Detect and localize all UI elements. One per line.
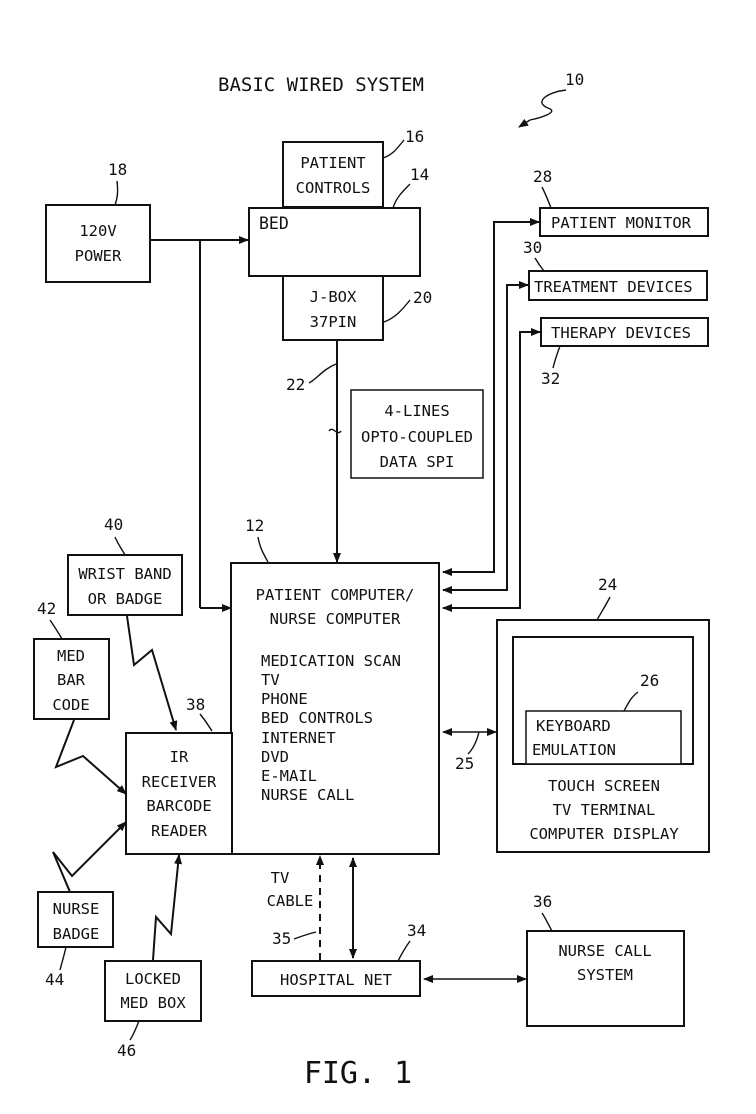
ref-25-leader xyxy=(468,732,479,754)
touch-label-3: COMPUTER DISPLAY xyxy=(529,825,679,843)
nursecall-label-1: NURSE CALL xyxy=(558,942,651,960)
patient-controls-box xyxy=(283,142,383,207)
computer-item-dvd: DVD xyxy=(261,748,289,766)
ref-35-leader xyxy=(294,932,316,939)
reader-label-2: RECEIVER xyxy=(142,773,217,791)
therapy-devices-label: THERAPY DEVICES xyxy=(551,324,691,342)
ref-44-leader xyxy=(60,947,66,970)
bed-label: BED xyxy=(259,214,289,233)
badge-wireless-link xyxy=(53,822,126,892)
ref-22-leader xyxy=(309,364,336,383)
jbox-label-2: 37PIN xyxy=(310,313,357,331)
reader-label-3: BARCODE xyxy=(146,797,211,815)
hospital-net-label: HOSPITAL NET xyxy=(280,971,392,989)
ref-12-leader xyxy=(258,537,268,562)
ref-30: 30 xyxy=(523,238,542,257)
medbar-wireless-link xyxy=(56,720,126,794)
medbox-wireless-link xyxy=(153,855,179,960)
badge-label-1: NURSE xyxy=(53,900,100,918)
ref-46: 46 xyxy=(117,1041,136,1060)
ref-34-leader xyxy=(398,941,410,961)
ref-16: 16 xyxy=(405,127,424,146)
ref-40: 40 xyxy=(104,515,123,534)
ref-36-leader xyxy=(542,913,552,931)
ref-35: 35 xyxy=(272,929,291,948)
power-label-2: POWER xyxy=(75,247,122,265)
nursecall-label-2: SYSTEM xyxy=(577,966,633,984)
ref-10-leader xyxy=(530,90,566,120)
tv-cable-label-2: CABLE xyxy=(267,892,314,910)
ref-46-leader xyxy=(130,1021,139,1040)
reader-label-4: READER xyxy=(151,822,208,840)
ref-32: 32 xyxy=(541,369,560,388)
computer-title-2: NURSE COMPUTER xyxy=(270,610,401,628)
treatment-devices-label: TREATMENT DEVICES xyxy=(534,278,693,296)
ref-14-leader xyxy=(393,184,410,208)
keyboard-label-1: KEYBOARD xyxy=(536,717,611,735)
ref-40-leader xyxy=(115,537,125,555)
ref-22: 22 xyxy=(286,375,305,394)
ref-30-leader xyxy=(535,258,544,271)
power-label-1: 120V xyxy=(79,222,116,240)
diagram-title: BASIC WIRED SYSTEM xyxy=(218,74,424,96)
computer-item-internet: INTERNET xyxy=(261,729,336,747)
ref-32-leader xyxy=(553,346,560,368)
ref-34: 34 xyxy=(407,921,426,940)
ref-10: 10 xyxy=(565,70,584,89)
touch-label-1: TOUCH SCREEN xyxy=(548,777,660,795)
power-box xyxy=(46,205,150,282)
wrist-label-2: OR BADGE xyxy=(88,590,163,608)
medbar-label-1: MED xyxy=(57,647,85,665)
keyboard-label-2: EMULATION xyxy=(532,741,616,759)
medbox-label-2: MED BOX xyxy=(120,994,186,1012)
computer-item-nurse-call: NURSE CALL xyxy=(261,786,354,804)
ref-25: 25 xyxy=(455,754,474,773)
ref-14: 14 xyxy=(410,165,429,184)
ref-10-arrow xyxy=(519,120,530,127)
medbox-label-1: LOCKED xyxy=(125,970,181,988)
patient-controls-label-1: PATIENT xyxy=(300,154,365,172)
ref-18: 18 xyxy=(108,160,127,179)
ref-16-leader xyxy=(383,140,404,158)
ref-24-leader xyxy=(597,597,610,620)
ref-42: 42 xyxy=(37,599,56,618)
patient-controls-label-2: CONTROLS xyxy=(296,179,371,197)
ref-18-leader xyxy=(115,181,118,205)
figure-label: FIG. 1 xyxy=(304,1056,412,1091)
tv-cable-label-1: TV xyxy=(271,869,290,887)
jbox-label-1: J-BOX xyxy=(310,288,357,306)
patient-monitor-label: PATIENT MONITOR xyxy=(551,214,692,232)
computer-item-tv: TV xyxy=(261,671,280,689)
badge-label-2: BADGE xyxy=(53,925,100,943)
medbar-label-2: BAR xyxy=(57,671,86,689)
ref-28: 28 xyxy=(533,167,552,186)
ref-38-leader xyxy=(200,714,212,731)
ref-42-leader xyxy=(50,620,62,639)
reader-label-1: IR xyxy=(170,748,189,766)
ref-44: 44 xyxy=(45,970,64,989)
computer-item-bed-controls: BED CONTROLS xyxy=(261,709,373,727)
touch-label-2: TV TERMINAL xyxy=(553,801,656,819)
ref-20: 20 xyxy=(413,288,432,307)
opto-label-2: OPTO-COUPLED xyxy=(361,428,473,446)
ref-36: 36 xyxy=(533,892,552,911)
opto-squiggle xyxy=(329,429,341,432)
computer-item-email: E-MAIL xyxy=(261,767,317,785)
ref-24: 24 xyxy=(598,575,617,594)
ref-26: 26 xyxy=(640,671,659,690)
ref-12: 12 xyxy=(245,516,264,535)
computer-title-1: PATIENT COMPUTER/ xyxy=(256,586,415,604)
opto-label-1: 4-LINES xyxy=(384,402,449,420)
ref-38: 38 xyxy=(186,695,205,714)
wrist-wireless-link xyxy=(127,616,176,730)
ref-20-leader xyxy=(384,300,410,322)
medbar-label-3: CODE xyxy=(52,696,89,714)
wrist-label-1: WRIST BAND xyxy=(78,565,171,583)
opto-label-3: DATA SPI xyxy=(380,453,455,471)
computer-item-phone: PHONE xyxy=(261,690,308,708)
computer-item-medication-scan: MEDICATION SCAN xyxy=(261,652,401,670)
ref-28-leader xyxy=(542,187,551,208)
